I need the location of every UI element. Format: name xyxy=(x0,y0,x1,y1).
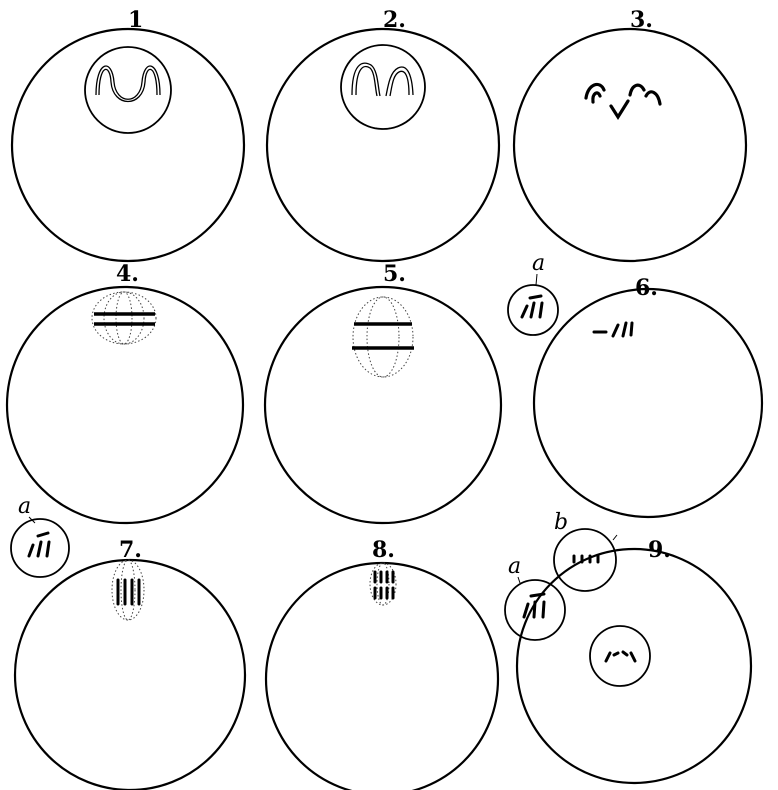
figure-7-polar-chromosome-2 xyxy=(38,542,41,556)
figure-6-polar-chromosome-3 xyxy=(540,303,542,317)
figure-9-chromosome-2 xyxy=(614,653,618,655)
figure-1-chromosome xyxy=(96,66,160,99)
figure-3-chromosome-1 xyxy=(586,84,604,102)
figure-7-polar-chromosome-3 xyxy=(47,542,49,556)
figure-9-polar-a-chromosome-2 xyxy=(534,602,535,617)
figure-5-spindle xyxy=(353,297,413,377)
figure-8: 8. xyxy=(266,537,498,790)
figure-5-spindle-inner xyxy=(367,297,399,377)
figure-1-nucleus xyxy=(85,47,171,133)
figure-9-polar-body-b-label: b xyxy=(554,510,568,535)
figure-3: 3. xyxy=(514,7,746,261)
figure-4-spindle-core xyxy=(116,292,132,344)
figure-9-nucleus xyxy=(590,626,650,686)
figure-9: 9. b a xyxy=(505,510,751,783)
figure-7-polar-body-a-label: a xyxy=(18,494,31,519)
figure-9-polar-a-chromosome-4 xyxy=(531,594,544,596)
figure-9-polar-body-a-label: a xyxy=(508,554,521,579)
figure-7-polar-chromosome-1 xyxy=(29,545,33,556)
figure-6-chromosome-4 xyxy=(631,323,632,335)
figure-4-spindle-inner xyxy=(104,292,144,344)
figure-1-chromosome-inner xyxy=(99,69,157,101)
figure-5: 5. xyxy=(265,261,501,523)
figure-6: 6. a xyxy=(508,251,762,517)
figure-5-label: 5. xyxy=(383,261,406,287)
figure-8-label: 8. xyxy=(372,537,395,563)
figure-7-polar-chromosome-4 xyxy=(38,533,48,536)
figure-6-polar-chromosome-1 xyxy=(522,306,527,317)
figure-1: 1 xyxy=(12,7,244,261)
figure-3-chromosome-3 xyxy=(630,85,660,104)
figure-9-leader-line-b xyxy=(613,535,617,540)
figure-9-polar-a-chromosome-1 xyxy=(524,604,528,617)
figure-9-chromosome-1 xyxy=(606,653,610,661)
figure-9-polar-a-chromosome-3 xyxy=(543,602,544,617)
figure-3-chromosome-2 xyxy=(611,101,628,117)
figure-6-cell xyxy=(534,289,762,517)
figure-9-cell xyxy=(517,549,751,783)
figure-1-cell xyxy=(12,29,244,261)
figure-3-cell xyxy=(514,29,746,261)
figure-6-polar-chromosome-4 xyxy=(530,296,541,298)
figure-2: 2. xyxy=(267,7,499,261)
figure-7: 7. a xyxy=(11,494,245,790)
figure-9-chromosome-3 xyxy=(623,652,627,655)
figure-2-chromosome-left-inner xyxy=(356,67,377,96)
figure-2-cell xyxy=(267,29,499,261)
figure-2-chromosome-right-inner xyxy=(390,71,409,96)
figure-6-polar-body-a-label: a xyxy=(532,251,545,276)
figure-6-polar-chromosome-2 xyxy=(531,303,534,317)
figure-6-chromosome-2 xyxy=(613,325,618,336)
figure-9-chromosome-4 xyxy=(631,653,635,661)
figure-4-label: 4. xyxy=(116,261,139,287)
figure-4: 4. xyxy=(7,261,243,523)
figure-4-spindle xyxy=(92,292,156,344)
figure-7-cell xyxy=(15,560,245,790)
figure-6-chromosome-3 xyxy=(623,323,626,336)
